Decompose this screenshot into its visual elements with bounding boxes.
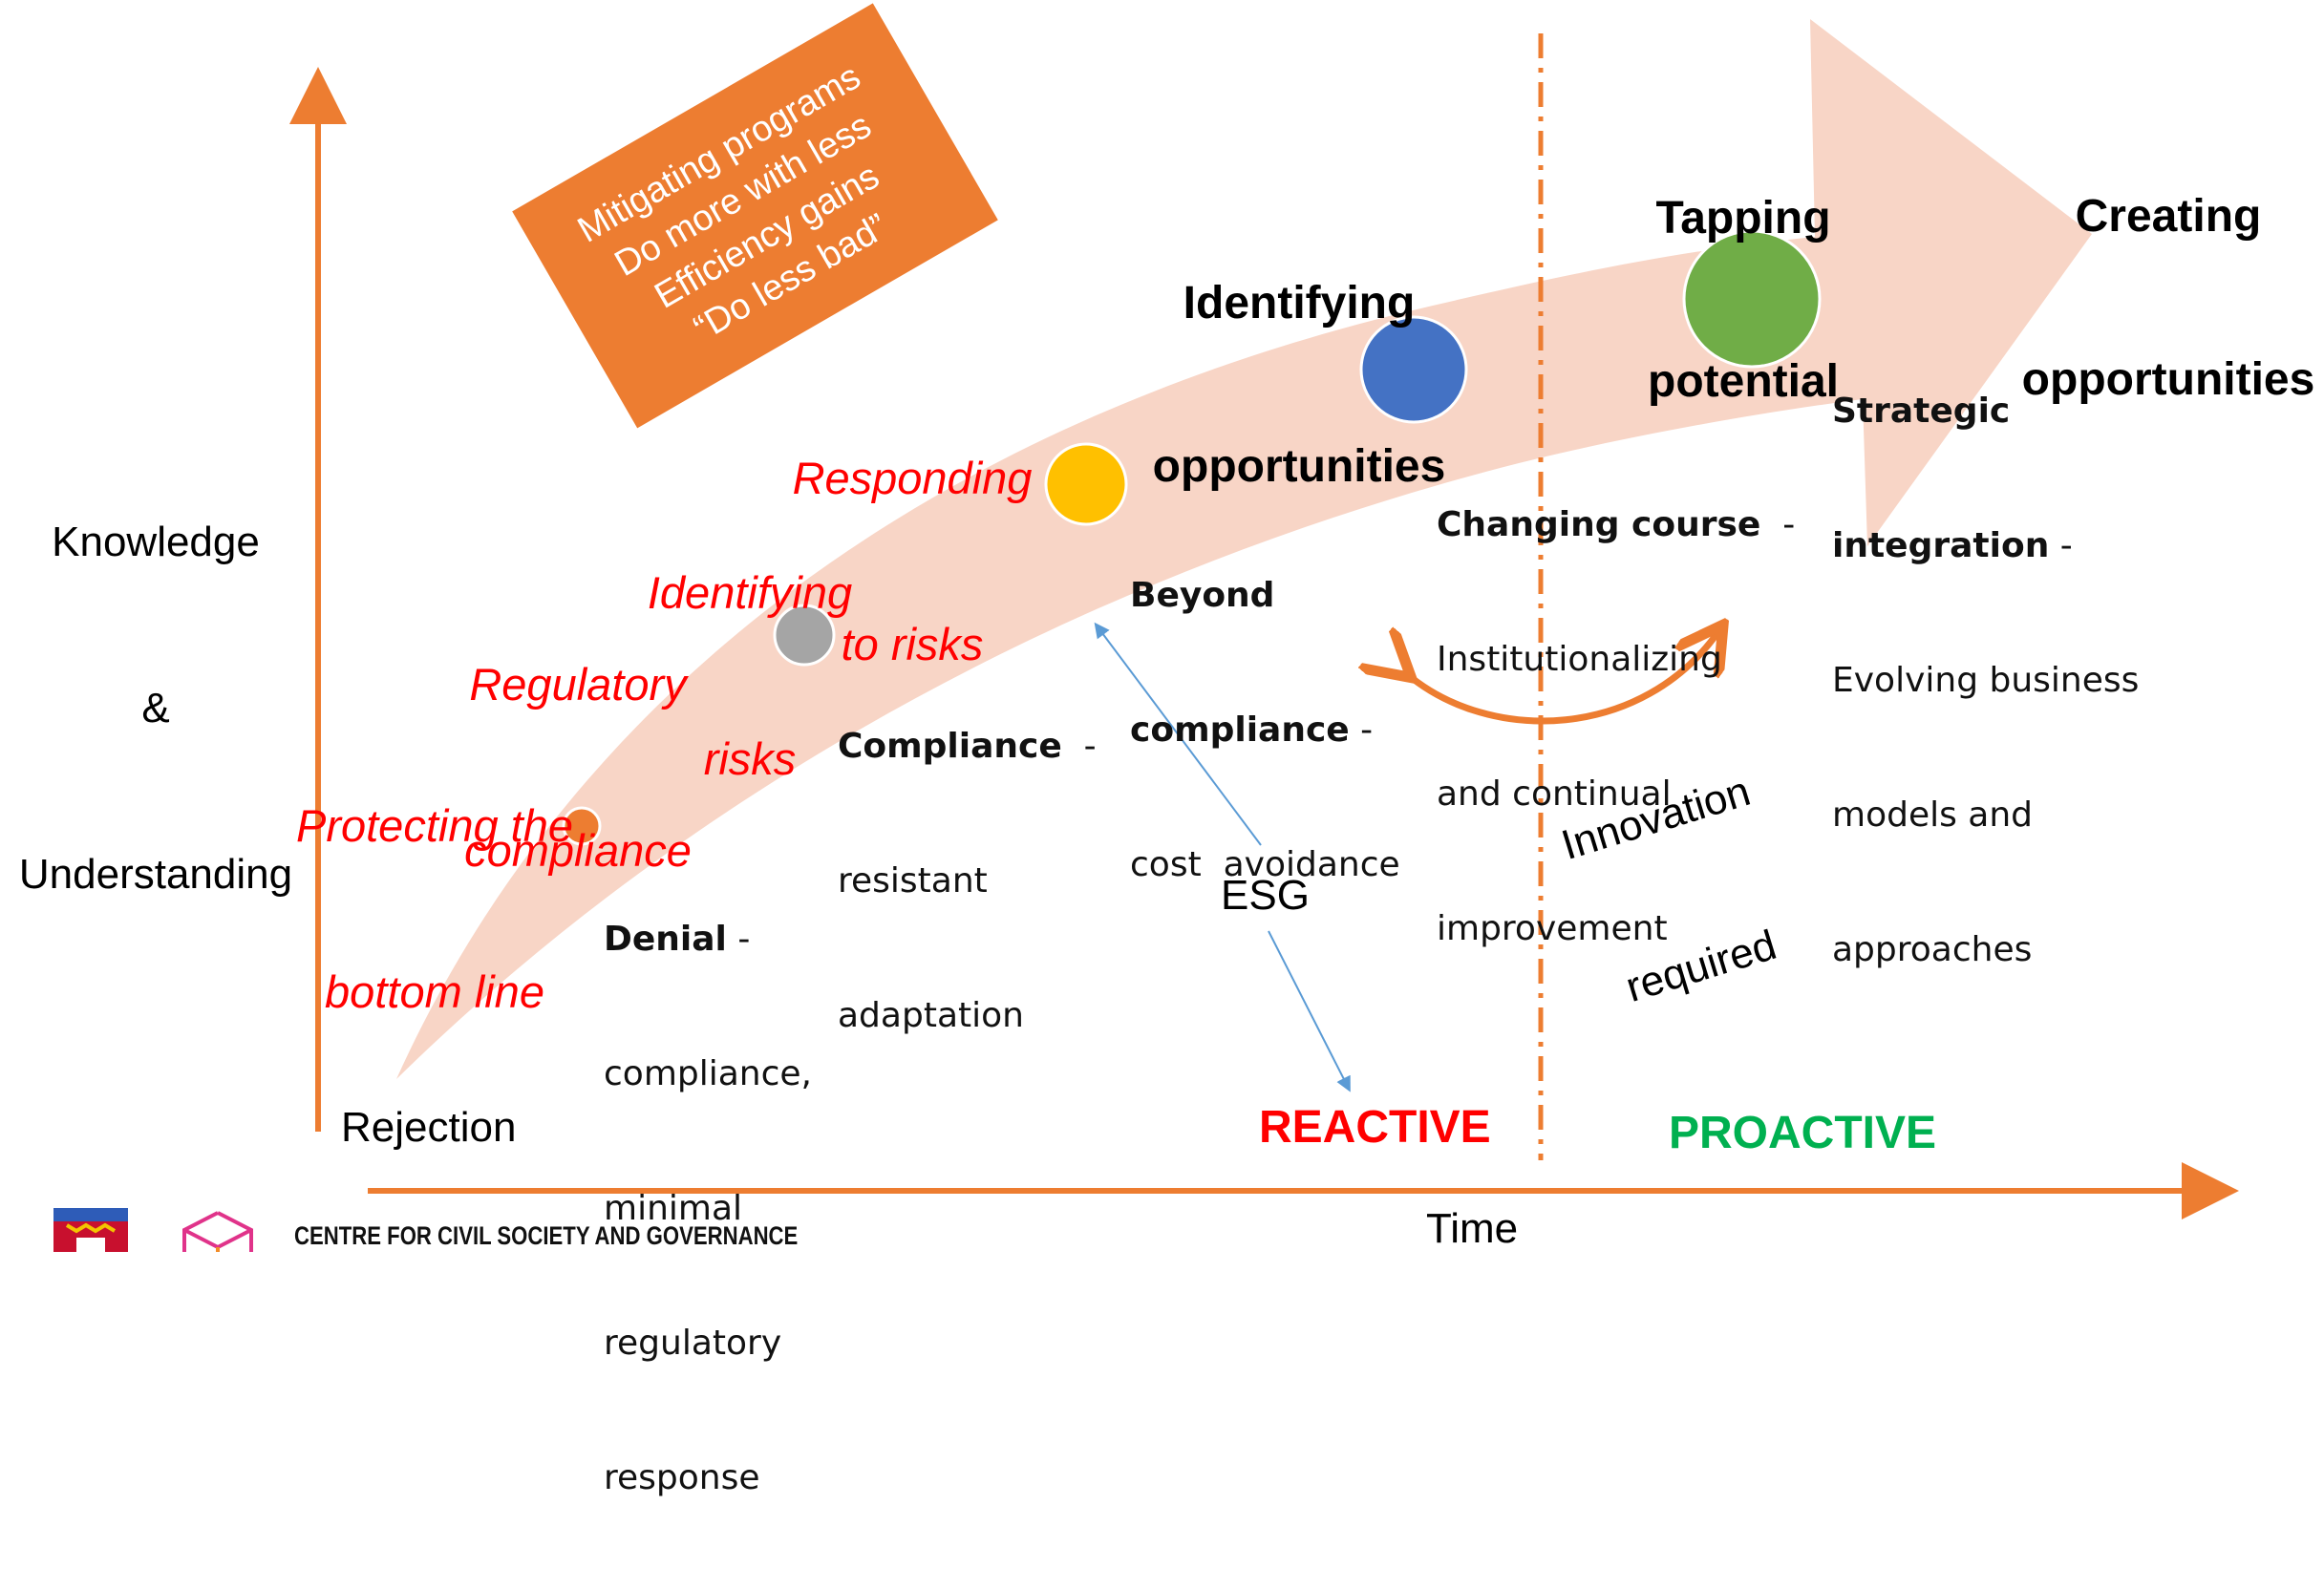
y-axis-label-line: & (141, 685, 170, 731)
denial-circle (562, 806, 602, 846)
diagram-graphics (53, 3, 2239, 1252)
changing-course-circle (1359, 315, 1468, 424)
stage-desc-line: improvement (1437, 909, 1668, 948)
stage-title: integration (1832, 526, 2050, 565)
stage-title: Denial (604, 920, 727, 959)
risk-label-regulatory: Regulatory compliance (449, 546, 707, 989)
innovation-line: required (1620, 921, 1782, 1011)
risk-label-line: bottom line (325, 966, 544, 1017)
risk-label-line: to risks (841, 619, 984, 669)
stage-desc-line: and continual (1437, 774, 1672, 814)
stage-desc-line: compliance, (604, 1054, 813, 1093)
risk-label-identifying: Identifying risks (621, 455, 879, 898)
stage-title: compliance (1130, 710, 1350, 750)
heading-tapping-potential: Tapping potential (1624, 82, 1863, 518)
x-axis-label: Time (1426, 1205, 1519, 1252)
stage-title: Beyond (1130, 576, 1275, 615)
stage-desc-line: Evolving business (1832, 661, 2140, 700)
stage-denial: Denial - compliance, minimal regulatory … (604, 827, 812, 1590)
risk-label-protecting: Protecting the bottom line (277, 688, 592, 1131)
stage-title: Changing course (1437, 505, 1761, 544)
stage-sep: - (1061, 727, 1097, 766)
risk-label-line: Identifying (647, 567, 853, 618)
strategic-integration-circle (1682, 229, 1822, 369)
heading-line: opportunities (2021, 354, 2315, 405)
stage-desc-line: cost avoidance (1130, 845, 1400, 884)
diagram-canvas: Mitigating programs Do more with less Ef… (8, 3, 2321, 1497)
stage-strategic-integration: Strategic integration - Evolving busines… (1832, 299, 2139, 1062)
stage-desc-line: regulatory (604, 1324, 782, 1363)
stage-beyond-compliance: Beyond compliance - cost avoidance (1130, 483, 1400, 977)
stage-desc-line: approaches (1832, 930, 2033, 969)
y-axis-label-line: Understanding (18, 851, 293, 898)
stage-desc-line: models and (1832, 795, 2034, 835)
stage-changing-course: Changing course - Institutionalizing and… (1437, 413, 1795, 1041)
risk-label-line: compliance (464, 825, 692, 876)
heading-identifying-opportunities: Identifying opportunities (1132, 167, 1466, 603)
stage-desc-line: resistant (838, 861, 988, 901)
heading-line: Creating (2075, 191, 2262, 242)
y-axis-label: Knowledge & Understanding (8, 404, 304, 1013)
risk-label-line: Protecting the (295, 800, 573, 851)
stage-sep: - (1349, 710, 1374, 750)
university-logo (53, 1208, 128, 1252)
compliance-circle (773, 604, 836, 667)
proactive-label: PROACTIVE (1669, 1108, 1937, 1158)
stage-title: Compliance (838, 727, 1062, 766)
heading-line: opportunities (1152, 441, 1446, 492)
esg-label: ESG (1221, 872, 1310, 919)
stage-sep: - (2049, 526, 2073, 565)
stage-sep: - (726, 920, 751, 959)
cube-logo (182, 1211, 253, 1252)
heading-line: Tapping (1655, 193, 1831, 244)
innovation-arrow (1406, 630, 1719, 725)
risk-label-line: Responding (792, 453, 1033, 503)
esg-arrow-up (1094, 622, 1262, 846)
beyond-compliance-circle (1044, 442, 1128, 526)
risk-label-responding: Responding to risks (778, 340, 1046, 783)
reactive-label: REACTIVE (1259, 1102, 1491, 1153)
stage-compliance: Compliance - resistant adaptation (838, 634, 1097, 1128)
stage-desc-line: minimal (604, 1189, 743, 1228)
mitigating-box (512, 3, 998, 429)
stage-desc-line: Institutionalizing (1437, 640, 1722, 679)
progress-arrow (396, 19, 2092, 1079)
risk-label-line: Regulatory (469, 659, 687, 710)
y-axis-label-line: Knowledge (52, 519, 260, 565)
heading-line: potential (1648, 356, 1839, 407)
esg-arrow-down (1268, 930, 1351, 1092)
origin-label: Rejection (341, 1104, 517, 1151)
stage-title: Strategic (1832, 392, 2011, 431)
centre-name: CENTRE FOR CIVIL SOCIETY AND GOVERNANCE (294, 1221, 799, 1250)
heading-line: Identifying (1183, 278, 1416, 329)
stage-sep: - (1760, 505, 1796, 544)
stage-desc-line: response (604, 1458, 760, 1497)
heading-creating-opportunities: Creating opportunities (2015, 80, 2321, 516)
stage-desc-line: adaptation (838, 996, 1024, 1035)
innovation-line: Innovation (1556, 767, 1756, 870)
risk-label-line: risks (703, 733, 797, 784)
